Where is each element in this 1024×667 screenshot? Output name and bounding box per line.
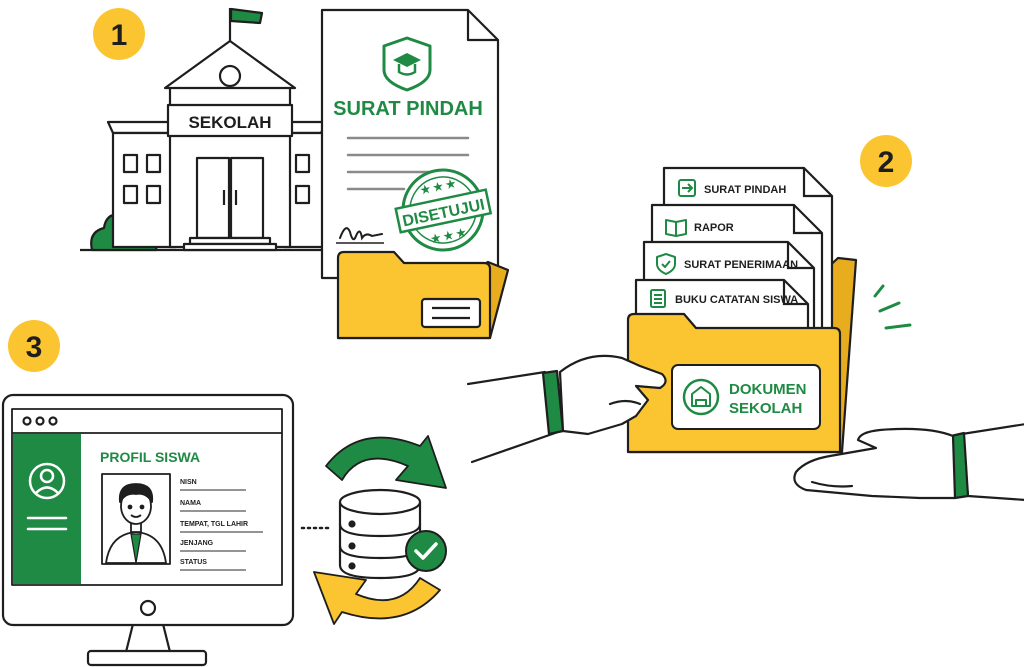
step-number-3: 3 (26, 331, 43, 364)
field-label: TEMPAT, TGL LAHIR (180, 521, 248, 528)
arrow-right-box-icon (678, 179, 696, 197)
student-photo (101, 473, 171, 565)
graduation-shield-icon (382, 36, 432, 92)
folder-label-line1: DOKUMEN (729, 381, 807, 398)
sync-arrow-yellow (313, 571, 441, 625)
approved-stamp: ★ ★ ★ ★ ★ ★ DISETUJUI (394, 168, 493, 252)
step-number-1: 1 (111, 19, 128, 52)
file-label: BUKU CATATAN SISWA (675, 294, 798, 306)
transfer-letter: SURAT PINDAH ★ ★ ★ ★ ★ ★ DISETUJUI (320, 8, 500, 280)
step-badge-2: 2 (860, 135, 912, 187)
giving-hand (466, 354, 667, 464)
profile-sidebar (13, 434, 81, 584)
check-circle-icon (405, 530, 447, 572)
open-book-icon (665, 219, 687, 237)
folder-label-line2: SEKOLAH (729, 400, 802, 417)
field-label: NISN (180, 479, 197, 486)
file-label: SURAT PINDAH (704, 184, 786, 196)
signature (339, 227, 383, 241)
folder-yellow-small (336, 250, 510, 340)
sync-arrow-green (325, 435, 447, 489)
school-building-icon (682, 378, 720, 416)
database-sync-icon (313, 435, 447, 625)
file-label: RAPOR (694, 222, 734, 234)
list-document-icon (650, 289, 666, 308)
step-number-2: 2 (878, 146, 895, 179)
field-label: NAMA (180, 500, 201, 507)
school-sign: SEKOLAH (188, 113, 271, 132)
receiving-hand (793, 423, 1024, 501)
field-label: STATUS (180, 559, 207, 566)
user-icon (28, 462, 66, 500)
profile-title: PROFIL SISWA (100, 449, 200, 465)
document-folder-group: SURAT PINDAH RAPOR SURAT PENERIMAAN (626, 166, 858, 454)
motion-marks (873, 284, 912, 330)
letter-title: SURAT PINDAH (333, 98, 483, 120)
database-cylinder (338, 488, 422, 580)
step-badge-1: 1 (93, 8, 145, 60)
file-label: SURAT PENERIMAAN (684, 259, 798, 271)
check-shield-icon (656, 253, 676, 275)
school-building-icon: SEKOLAH (80, 7, 330, 252)
step-badge-3: 3 (8, 320, 60, 372)
field-label: JENJANG (180, 540, 214, 547)
profile-fields: NISN NAMA TEMPAT, TGL LAHIR JENJANG STAT… (180, 479, 263, 571)
